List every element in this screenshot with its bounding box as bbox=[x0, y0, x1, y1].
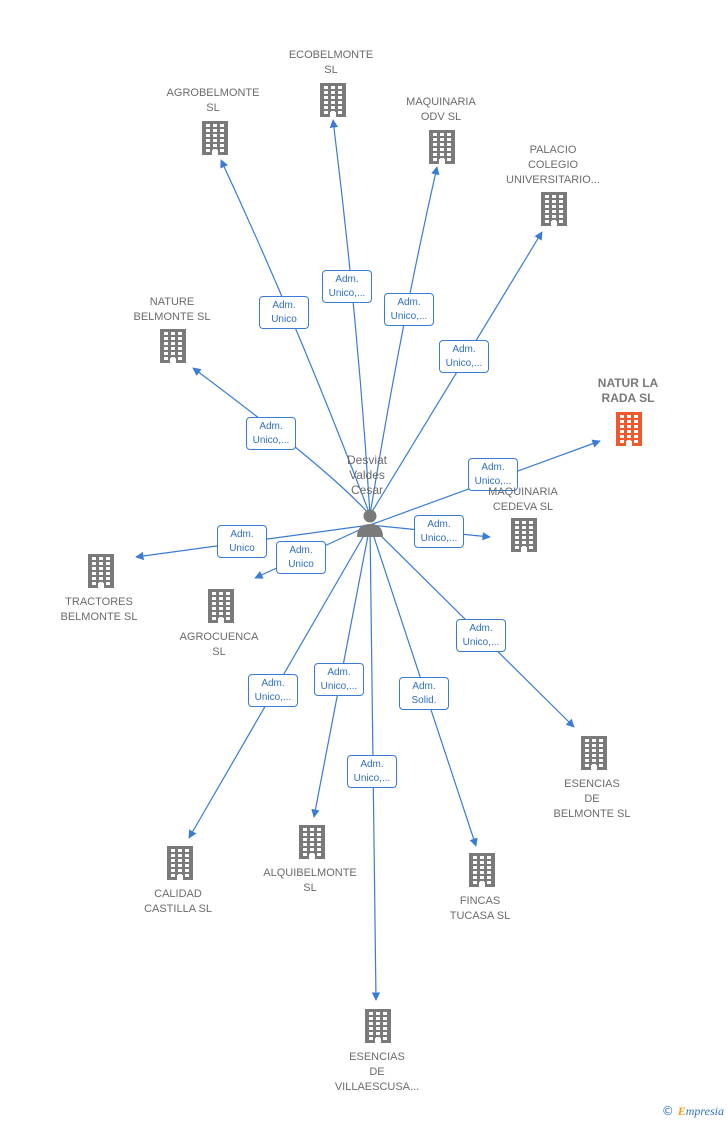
node-label-fincas-tucasa[interactable]: FINCAS TUCASA SL bbox=[449, 895, 511, 922]
building-icon-agrocuenca[interactable] bbox=[208, 589, 234, 623]
building-icon-maquinaria-odv[interactable] bbox=[429, 130, 455, 164]
edge-palacio-colegio bbox=[369, 231, 543, 516]
building-icon-fincas-tucasa[interactable] bbox=[469, 853, 495, 887]
edge-label-tractores-belmonte[interactable]: Adm. Unico bbox=[217, 525, 267, 558]
node-label-calidad-castilla[interactable]: CALIDAD CASTILLA SL bbox=[144, 888, 212, 915]
edge-label-natur-la-rada[interactable]: Adm. Unico,... bbox=[468, 458, 518, 491]
building-icon-agrobelmonte[interactable] bbox=[202, 121, 228, 155]
node-label-maquinaria-odv[interactable]: MAQUINARIA ODV SL bbox=[406, 96, 476, 123]
brand-logo-text: mpresia bbox=[685, 1104, 724, 1118]
edge-nature-belmonte bbox=[192, 367, 371, 516]
node-label-palacio-colegio[interactable]: PALACIO COLEGIO UNIVERSITARIO... bbox=[506, 144, 600, 186]
edge-label-palacio-colegio[interactable]: Adm. Unico,... bbox=[439, 340, 489, 373]
node-label-esencias-belmonte[interactable]: ESENCIAS DE BELMONTE SL bbox=[553, 778, 631, 820]
copyright-icon: © bbox=[661, 1104, 674, 1118]
node-label-natur-la-rada[interactable]: NATUR LA RADA SL bbox=[597, 376, 659, 405]
edge-agrobelmonte bbox=[220, 159, 371, 516]
node-label-ecobelmonte[interactable]: ECOBELMONTE SL bbox=[288, 49, 374, 76]
node-label-nature-belmonte[interactable]: NATURE BELMONTE SL bbox=[133, 296, 211, 323]
building-icon-esencias-belmonte[interactable] bbox=[581, 736, 607, 770]
node-label-tractores-belmonte[interactable]: TRACTORES BELMONTE SL bbox=[60, 596, 138, 623]
edge-label-ecobelmonte[interactable]: Adm. Unico,... bbox=[322, 270, 372, 303]
node-label-alquibelmonte[interactable]: ALQUIBELMONTE SL bbox=[263, 867, 357, 894]
edge-maquinaria-odv bbox=[369, 166, 440, 516]
building-icon-maquinaria-cedeva[interactable] bbox=[511, 518, 537, 552]
edge-label-esencias-belmonte[interactable]: Adm. Unico,... bbox=[456, 619, 506, 652]
edge-label-agrobelmonte[interactable]: Adm. Unico bbox=[259, 296, 309, 329]
building-icon-esencias-villaescusa[interactable] bbox=[365, 1009, 391, 1043]
edge-label-nature-belmonte[interactable]: Adm. Unico,... bbox=[246, 417, 296, 450]
building-icon-alquibelmonte[interactable] bbox=[299, 825, 325, 859]
nodes-layer bbox=[88, 83, 642, 1043]
edge-label-esencias-villaescusa[interactable]: Adm. Unico,... bbox=[347, 755, 397, 788]
building-icon-ecobelmonte[interactable] bbox=[320, 83, 346, 117]
building-icon-calidad-castilla[interactable] bbox=[167, 846, 193, 880]
node-label-esencias-villaescusa[interactable]: ESENCIAS DE VILLAESCUSA... bbox=[334, 1051, 420, 1093]
building-icon-nature-belmonte[interactable] bbox=[160, 329, 186, 363]
edge-ecobelmonte bbox=[329, 119, 371, 516]
edge-label-maquinaria-odv[interactable]: Adm. Unico,... bbox=[384, 293, 434, 326]
edge-label-fincas-tucasa[interactable]: Adm. Solid. bbox=[399, 677, 449, 710]
brand-logo-initial: E bbox=[677, 1104, 686, 1118]
edge-label-agrocuenca[interactable]: Adm. Unico bbox=[276, 541, 326, 574]
node-label-maquinaria-cedeva[interactable]: MAQUINARIA CEDEVA SL bbox=[488, 486, 558, 513]
person-icon[interactable] bbox=[357, 509, 383, 538]
footer-brand: ©Empresia bbox=[662, 1104, 724, 1119]
building-icon-natur-la-rada[interactable] bbox=[616, 412, 642, 446]
node-label-agrobelmonte[interactable]: AGROBELMONTE SL bbox=[166, 87, 260, 114]
node-label-agrocuenca[interactable]: AGROCUENCA SL bbox=[179, 631, 259, 658]
building-icon-tractores-belmonte[interactable] bbox=[88, 554, 114, 588]
edge-label-maquinaria-cedeva[interactable]: Adm. Unico,... bbox=[414, 515, 464, 548]
edge-label-calidad-castilla[interactable]: Adm. Unico,... bbox=[248, 674, 298, 707]
building-icon-palacio-colegio[interactable] bbox=[541, 192, 567, 226]
edge-label-alquibelmonte[interactable]: Adm. Unico,... bbox=[314, 663, 364, 696]
center-person-label[interactable]: Desviat Valdes Cesar bbox=[346, 453, 387, 497]
